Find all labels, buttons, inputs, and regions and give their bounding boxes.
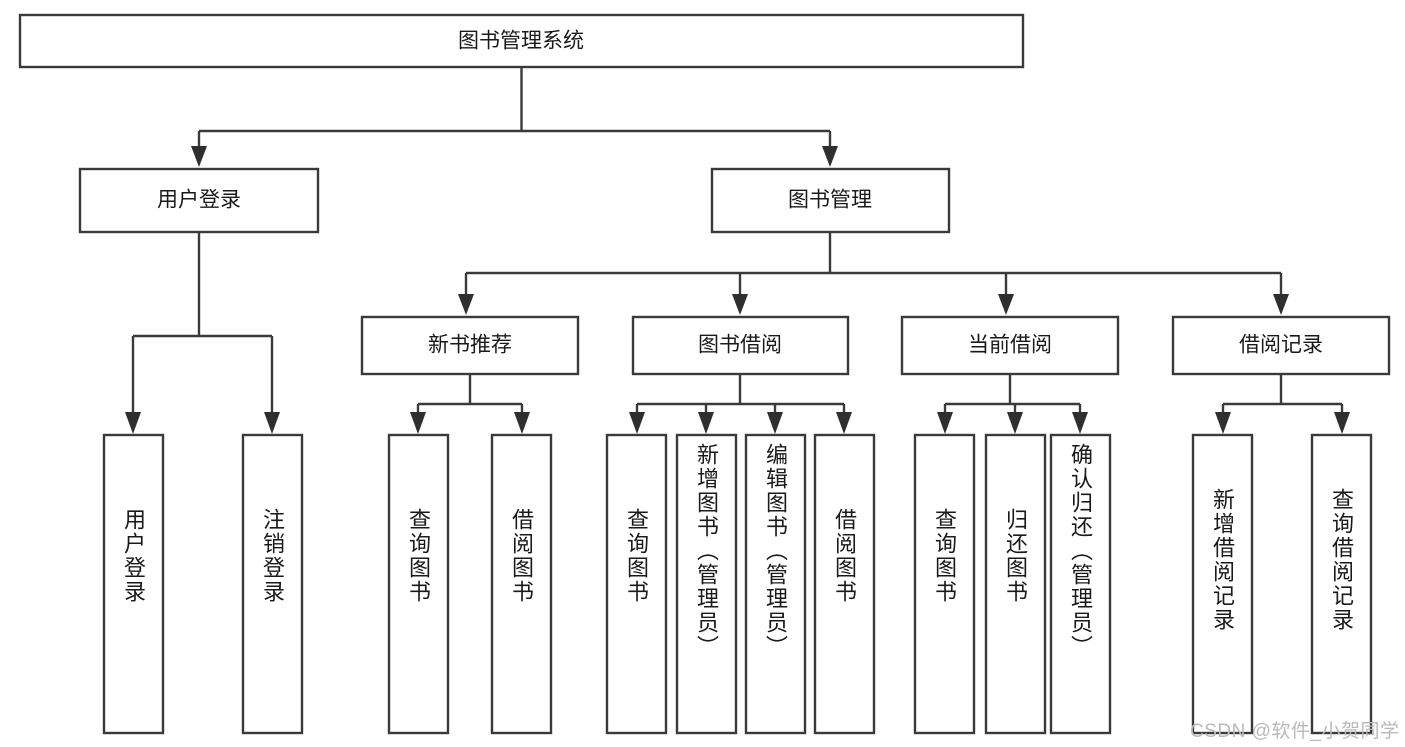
connector-group-userlogin-to-leaves	[125, 232, 280, 434]
node-box-root[interactable]	[18, 13, 1025, 69]
connector-group-root-to-level2	[191, 67, 838, 167]
leaf-box-query-book-current[interactable]	[913, 433, 976, 735]
arrow-head-new-book-recommend	[458, 294, 474, 315]
arrow-head-leaf-user-login	[125, 412, 141, 434]
leaf-box-query-book-borrow[interactable]	[605, 433, 668, 735]
arrow-head-current-borrow	[998, 294, 1014, 315]
arrow-head-leaf-add-record	[1215, 412, 1231, 434]
leaf-box-return-book[interactable]	[984, 433, 1047, 735]
connector-group-borrowrecord-to-leaves	[1215, 374, 1350, 434]
arrow-head-book-borrow	[732, 294, 748, 315]
arrow-head-leaf-query-book-3	[937, 412, 953, 434]
leaf-box-logout-login[interactable]	[241, 433, 304, 735]
arrow-head-leaf-return-book	[1007, 412, 1023, 434]
node-label-book-borrow: 图书借阅	[698, 334, 782, 357]
connector-group-bookmgmt-to-level3	[458, 232, 1289, 315]
node-box-new-book-recommend[interactable]	[360, 315, 580, 376]
node-label-book-management: 图书管理	[788, 189, 872, 212]
node-box-book-borrow[interactable]	[631, 315, 850, 376]
connector-group-newbook-to-leaves	[410, 374, 530, 434]
node-box-borrow-record[interactable]	[1171, 315, 1391, 376]
arrow-head-leaf-query-book-2	[629, 412, 645, 434]
node-label-borrow-record: 借阅记录	[1239, 334, 1323, 357]
leaf-box-query-book-recommend[interactable]	[387, 433, 450, 735]
arrow-head-leaf-borrow-book-2	[836, 412, 852, 434]
leaf-box-edit-book-admin[interactable]	[744, 433, 807, 735]
leaf-box-add-book-admin[interactable]	[675, 433, 738, 735]
connector-group-bookborrow-to-leaves	[629, 374, 852, 434]
node-box-current-borrow[interactable]	[900, 315, 1120, 376]
node-label-current-borrow: 当前借阅	[968, 334, 1052, 357]
arrow-head-leaf-logout	[264, 412, 280, 434]
leaf-box-borrow-book-borrow[interactable]	[813, 433, 876, 735]
arrow-head-borrow-record	[1273, 294, 1289, 315]
arrow-head-leaf-confirm-return	[1072, 412, 1088, 434]
arrow-head-leaf-borrow-book-1	[514, 412, 530, 434]
leaf-box-add-borrow-record[interactable]	[1191, 433, 1254, 735]
leaf-box-confirm-return-admin[interactable]	[1049, 433, 1112, 735]
arrow-head-user-login	[191, 146, 207, 167]
csdn-watermark: CSDN @软件_小贺同学	[1190, 721, 1400, 742]
node-label-user-login: 用户登录	[157, 189, 241, 212]
node-label-new-book-recommend: 新书推荐	[428, 334, 512, 357]
node-box-book-management[interactable]	[710, 167, 951, 234]
arrow-head-leaf-query-record	[1334, 412, 1350, 434]
connector-group-currentborrow-to-leaves	[937, 374, 1088, 434]
leaf-box-query-borrow-record[interactable]	[1310, 433, 1373, 735]
arrow-head-leaf-query-book-1	[410, 412, 426, 434]
leaf-box-user-login[interactable]	[102, 433, 165, 735]
arrow-head-leaf-add-book	[698, 412, 714, 434]
leaf-box-borrow-book-recommend[interactable]	[490, 433, 553, 735]
arrow-head-leaf-edit-book	[767, 412, 783, 434]
arrow-head-book-mgmt	[822, 146, 838, 167]
node-box-user-login[interactable]	[78, 167, 320, 234]
node-label-root: 图书管理系统	[458, 30, 584, 53]
